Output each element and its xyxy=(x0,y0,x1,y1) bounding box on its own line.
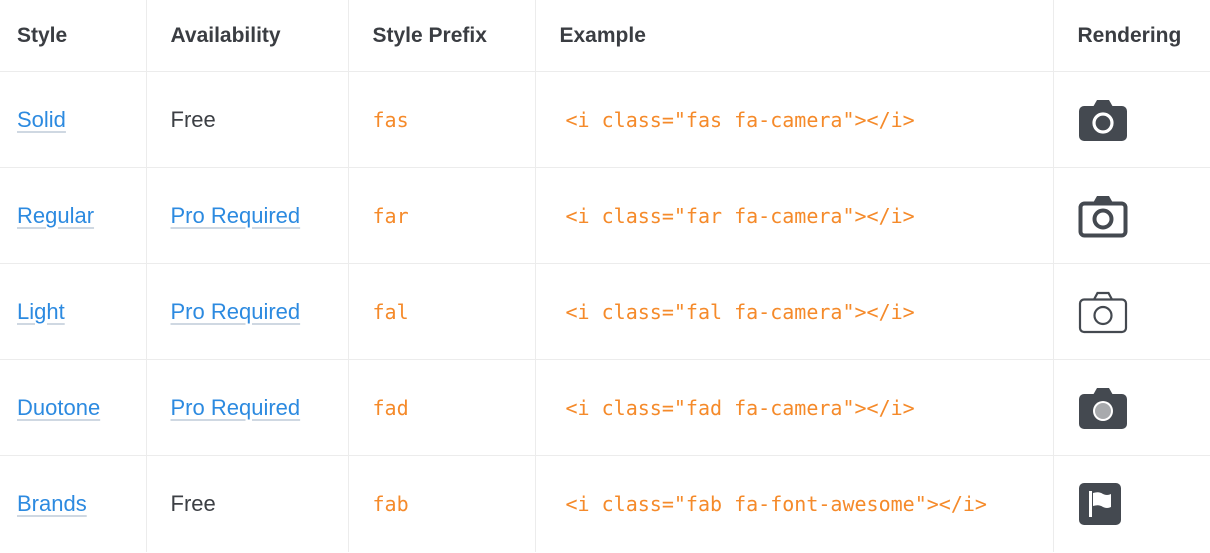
table-row: Regular Pro Required far <i class="far f… xyxy=(0,167,1210,264)
style-link-regular[interactable]: Regular xyxy=(17,202,95,228)
table-header-row: Style Availability Style Prefix Example … xyxy=(0,0,1210,72)
availability-text: Free xyxy=(170,106,216,132)
table-row: Brands Free fab <i class="fab fa-font-aw… xyxy=(0,455,1210,552)
style-prefix-code: fal xyxy=(372,299,409,324)
camera-regular-icon xyxy=(1078,195,1127,237)
camera-duotone-icon xyxy=(1078,387,1127,429)
pro-required-link[interactable]: Pro Required xyxy=(170,394,301,420)
table-row: Light Pro Required fal <i class="fal fa-… xyxy=(0,263,1210,360)
style-link-brands[interactable]: Brands xyxy=(17,490,87,516)
pro-required-link[interactable]: Pro Required xyxy=(170,298,301,324)
style-prefix-code: fab xyxy=(372,491,409,516)
style-link-solid[interactable]: Solid xyxy=(17,106,66,132)
style-prefix-code: fad xyxy=(372,395,409,420)
font-awesome-flag-icon xyxy=(1078,482,1121,525)
header-rendering: Rendering xyxy=(1053,0,1210,72)
style-link-duotone[interactable]: Duotone xyxy=(17,394,101,420)
header-example: Example xyxy=(535,0,1054,72)
example-code: <i class="fad fa-camera"></i> xyxy=(565,395,915,420)
example-code: <i class="fas fa-camera"></i> xyxy=(565,107,915,132)
style-prefix-code: far xyxy=(372,203,409,228)
example-code: <i class="fal fa-camera"></i> xyxy=(565,299,915,324)
style-link-light[interactable]: Light xyxy=(17,298,65,324)
header-availability: Availability xyxy=(146,0,349,72)
availability-text: Free xyxy=(170,490,216,516)
table-row: Solid Free fas <i class="fas fa-camera">… xyxy=(0,71,1210,168)
style-prefix-code: fas xyxy=(372,107,409,132)
table-row: Duotone Pro Required fad <i class="fad f… xyxy=(0,359,1210,456)
example-code: <i class="fab fa-font-awesome"></i> xyxy=(565,491,987,516)
pro-required-link[interactable]: Pro Required xyxy=(170,202,301,228)
camera-light-icon xyxy=(1078,291,1127,333)
header-style: Style xyxy=(0,0,147,72)
header-style-prefix: Style Prefix xyxy=(348,0,536,72)
camera-solid-icon xyxy=(1078,99,1127,141)
example-code: <i class="far fa-camera"></i> xyxy=(565,203,915,228)
